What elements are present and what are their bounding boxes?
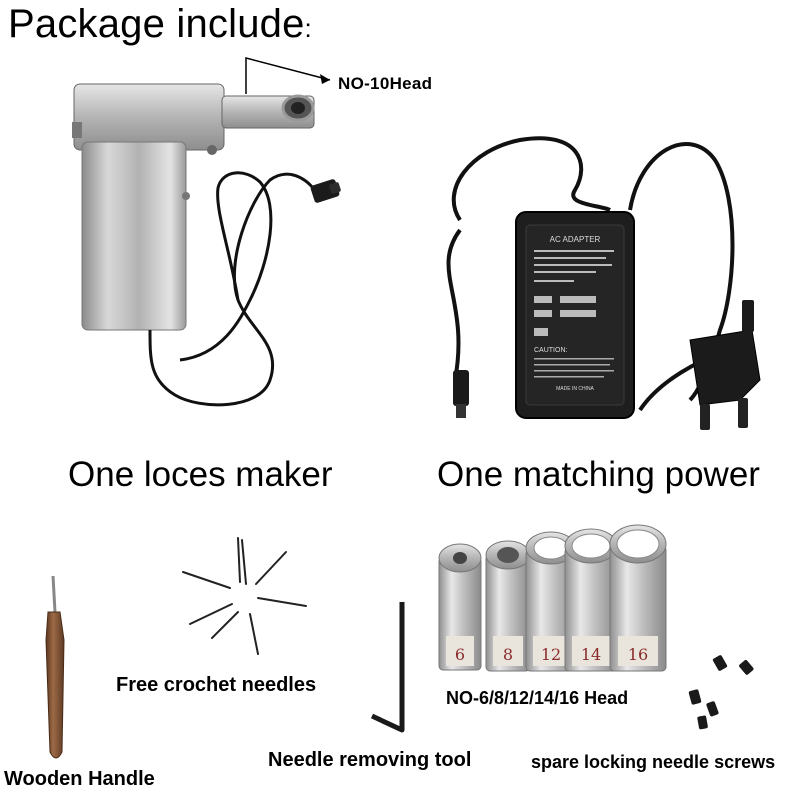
title-colon: :: [304, 13, 312, 43]
wooden-handle-image: [45, 575, 65, 759]
adapter-made-in: MADE IN CHINA: [556, 386, 594, 392]
head-8: [485, 540, 531, 672]
handle-caption: Wooden Handle: [4, 768, 155, 790]
adapter-title: AC ADAPTER: [550, 235, 601, 244]
needles-caption: Free crochet needles: [116, 674, 317, 696]
power-caption: One matching power: [437, 455, 760, 494]
head-size-label: 8: [503, 645, 513, 664]
power-adapter-image: AC ADAPTER CAUTION: MADE IN CHINA: [446, 136, 761, 430]
maker-caption: One loces maker: [68, 455, 333, 494]
head-14: [564, 528, 618, 672]
tool-caption: Needle removing tool: [268, 749, 472, 771]
title-text: Package include: [8, 2, 305, 46]
head-16: [609, 524, 667, 672]
replacement-heads-image: 6 8 12 14 16: [438, 524, 667, 672]
needle-removing-tool-image: [370, 602, 405, 733]
heads-caption: NO-6/8/12/14/16 Head: [446, 688, 629, 708]
page-title: Package include:: [8, 2, 312, 47]
adapter-caution: CAUTION:: [534, 347, 568, 354]
crochet-needles-image: [182, 537, 307, 655]
head-6: [438, 543, 482, 671]
head-pointer-label: NO-10Head: [338, 74, 433, 93]
head-12: [525, 531, 577, 672]
head-size-label: 12: [541, 645, 561, 664]
loces-maker-image: [72, 57, 341, 407]
screws-caption: spare locking needle screws: [531, 752, 776, 772]
spare-screws-image: [688, 655, 754, 730]
head-size-label: 6: [455, 645, 465, 664]
head-size-label: 16: [628, 645, 648, 664]
head-size-label: 14: [581, 645, 601, 664]
